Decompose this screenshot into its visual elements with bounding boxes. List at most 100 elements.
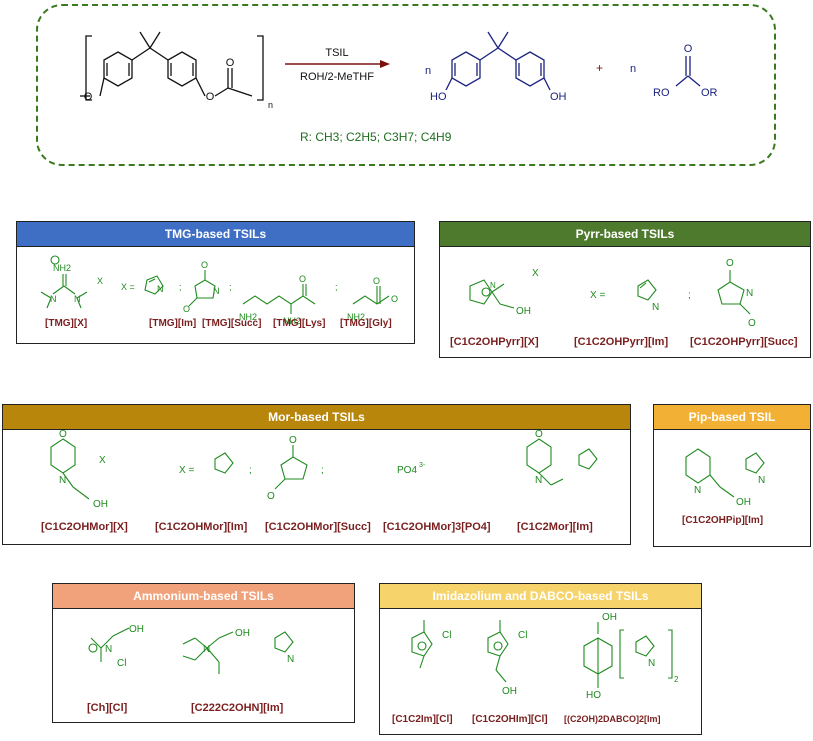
n-atom: N [74, 294, 81, 304]
coef-1: n [425, 65, 431, 77]
pyrr-structures: X OH N X = N ; O N O [469, 258, 756, 329]
mor-structures: O N X OH X = ; ; O O PO4 3- O N [50, 429, 598, 510]
x-anion: X [532, 268, 539, 279]
x-anion: X [97, 276, 103, 286]
label-tmg-lys: [TMG][Lys] [273, 318, 326, 329]
n-atom: N [203, 644, 210, 655]
cl-anion: Cl [442, 630, 451, 641]
oh-group: OH [516, 306, 531, 317]
label-tmg-im: [TMG][Im] [149, 318, 197, 329]
x-equals: X = [179, 465, 194, 476]
po4: PO4 [397, 465, 417, 476]
nh2-group: NH2 [53, 263, 71, 273]
o-atom: O [206, 91, 215, 103]
n-atom: N [213, 286, 220, 296]
n-subscript: n [268, 100, 273, 110]
imid-structures: Cl Cl OH OH HO N 2 [411, 612, 679, 701]
label-pyrr-im: [C1C2OHPyrr][Im] [574, 336, 669, 348]
label-pip-im: [C1C2OHPip][Im] [682, 515, 764, 526]
semicolon: ; [229, 282, 232, 292]
semicolon: ; [179, 282, 182, 292]
ho-group: HO [586, 690, 601, 701]
plus-sign: + [596, 61, 603, 75]
label-dabco-im: [(C2OH)2DABCO]2[Im] [564, 714, 661, 724]
label-mor-x: [C1C2OHMor][X] [41, 521, 128, 533]
oh-group: OH [235, 628, 250, 639]
nh2-group: NH2 [347, 312, 365, 322]
r-definition: R: CH3; C2H5; C3H7; C4H9 [300, 130, 452, 144]
o-atom: O [726, 258, 734, 269]
or-group: OR [701, 87, 718, 99]
o-atom: O [299, 274, 306, 284]
n-atom: N [59, 475, 66, 486]
oh-group: OH [602, 612, 617, 623]
n-atom: N [648, 658, 655, 669]
label-c1c2im-cl: [C1C2Im][Cl] [392, 714, 453, 725]
n-atom: N [490, 281, 496, 290]
oh-group: OH [129, 624, 144, 635]
pip-structures: N OH N [685, 448, 765, 508]
arrow-bottom-text: ROH/2-MeTHF [300, 71, 374, 83]
arrow-top-text: TSIL [325, 47, 348, 59]
label-mor-po4: [C1C2OHMor]3[PO4] [383, 521, 491, 533]
n-atom: N [652, 302, 659, 313]
o-atom: O [684, 43, 693, 55]
oh-group: OH [736, 497, 751, 508]
panel-mor-title: Mor-based TSILs [3, 405, 630, 430]
panel-imid-title: Imidazolium and DABCO-based TSILs [380, 584, 701, 609]
oh-group: OH [93, 499, 108, 510]
panel-ammonium-title: Ammonium-based TSILs [53, 584, 354, 609]
label-c222-im: [C222C2OHN][Im] [191, 702, 284, 714]
x-anion: X [99, 455, 106, 466]
o-atom: O [267, 491, 275, 502]
n-atom: N [746, 288, 753, 299]
label-tmg-succ: [TMG][Succ] [202, 318, 262, 329]
semicolon: ; [688, 290, 691, 301]
reaction-structures: O O O n TSIL ROH/2-MeTHF n HO OH + n O R… [80, 31, 718, 110]
cl-anion: Cl [117, 658, 126, 669]
ammonium-structures: N OH Cl N OH N [88, 624, 294, 674]
subscript-2: 2 [674, 675, 679, 684]
panel-pip-title: Pip-based TSIL [654, 405, 810, 430]
polycarbonate-structure [80, 31, 264, 101]
ho-group: HO [430, 91, 447, 103]
o-atom: O [183, 304, 190, 314]
panel-pyrr-title: Pyrr-based TSILs [440, 222, 810, 247]
o-atom: O [59, 429, 67, 440]
panel-pip: Pip-based TSIL N OH N [C1C2OHPip][Im] [653, 404, 811, 547]
label-pyrr-succ: [C1C2OHPyrr][Succ] [690, 336, 798, 348]
oh-group: OH [502, 686, 517, 697]
label-tmg-x: [TMG][X] [45, 318, 88, 329]
nh2-group: NH2 [283, 316, 301, 326]
n-atom: N [50, 294, 57, 304]
bisphenol-a-structure [445, 31, 551, 91]
n-atom: N [535, 475, 542, 486]
o-atom: O [226, 57, 235, 69]
po4-charge: 3- [419, 462, 426, 469]
label-mor-im: [C1C2OHMor][Im] [155, 521, 248, 533]
panel-imidazolium-dabco: Imidazolium and DABCO-based TSILs Cl Cl [379, 583, 702, 735]
dialkyl-carbonate-structure [675, 56, 701, 87]
label-mor-succ: [C1C2OHMor][Succ] [265, 521, 371, 533]
label-c1c2ohim-cl: [C1C2OHIm][Cl] [472, 714, 548, 725]
o-atom: O [373, 276, 380, 286]
panel-pyrr: Pyrr-based TSILs X OH N X = N ; O N O [439, 221, 811, 358]
o-atom: O [201, 260, 208, 270]
semicolon: ; [335, 282, 338, 292]
n-atom: N [758, 475, 765, 486]
x-equals: X = [590, 290, 605, 301]
oh-group: OH [550, 91, 567, 103]
panel-mor: Mor-based TSILs O N X OH X = ; [2, 404, 631, 545]
panel-tmg-title: TMG-based TSILs [17, 222, 414, 247]
label-ch-cl: [Ch][Cl] [87, 702, 128, 714]
ro-group: RO [653, 87, 670, 99]
coef-2: n [630, 63, 636, 75]
tmg-structures: NH2 N N X X = ; ; ; N N O O NH2 NH2 O NH… [40, 255, 398, 326]
panel-ammonium: Ammonium-based TSILs N OH Cl N OH N [C [52, 583, 355, 723]
n-atom: N [694, 485, 701, 496]
o-atom: O [535, 429, 543, 440]
arrow-head [380, 60, 390, 68]
panel-tmg: TMG-based TSILs NH2 N N [16, 221, 415, 344]
x-equals: X = [121, 282, 135, 292]
reaction-scheme [36, 4, 776, 166]
